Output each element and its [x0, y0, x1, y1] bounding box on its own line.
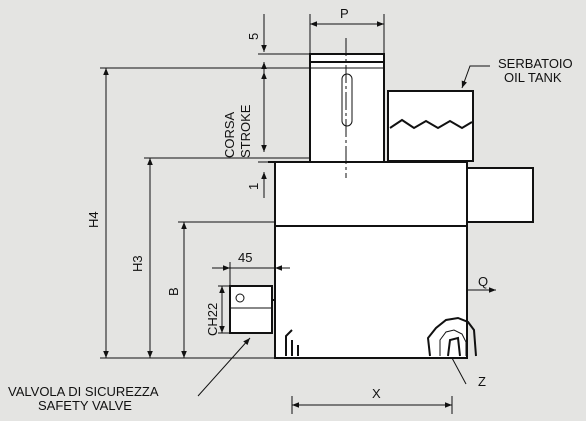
label-serbatoio: SERBATOIO [498, 56, 573, 71]
dim-label-45: 45 [238, 250, 252, 265]
dim-label-5: 5 [246, 33, 261, 40]
main-body [274, 225, 468, 359]
dim-label-p: P [340, 6, 349, 21]
dim-label-x: X [372, 386, 381, 401]
label-valvola: VALVOLA DI SICUREZZA [8, 384, 159, 399]
piston-slot [341, 73, 353, 127]
dim-label-b: B [166, 287, 181, 296]
side-stub [466, 167, 534, 223]
dim-label-z: Z [478, 374, 486, 389]
dim-label-corsa: CORSA [222, 111, 237, 158]
dim-label-q: Q [478, 274, 488, 289]
dim-label-stroke: STROKE [238, 104, 253, 158]
valve-hole [235, 293, 245, 303]
safety-valve [229, 285, 273, 334]
middle-body [274, 161, 468, 227]
oil-level-line [389, 118, 473, 130]
dim-label-ch22: CH22 [205, 303, 220, 336]
label-oil-tank: OIL TANK [504, 70, 562, 85]
dim-label-h3: H3 [130, 255, 145, 272]
dim-label-h4: H4 [86, 211, 101, 228]
dim-label-1: 1 [246, 183, 261, 190]
drain-symbol [285, 329, 299, 356]
label-safety-valve: SAFETY VALVE [38, 398, 132, 413]
gear-section [426, 316, 477, 357]
